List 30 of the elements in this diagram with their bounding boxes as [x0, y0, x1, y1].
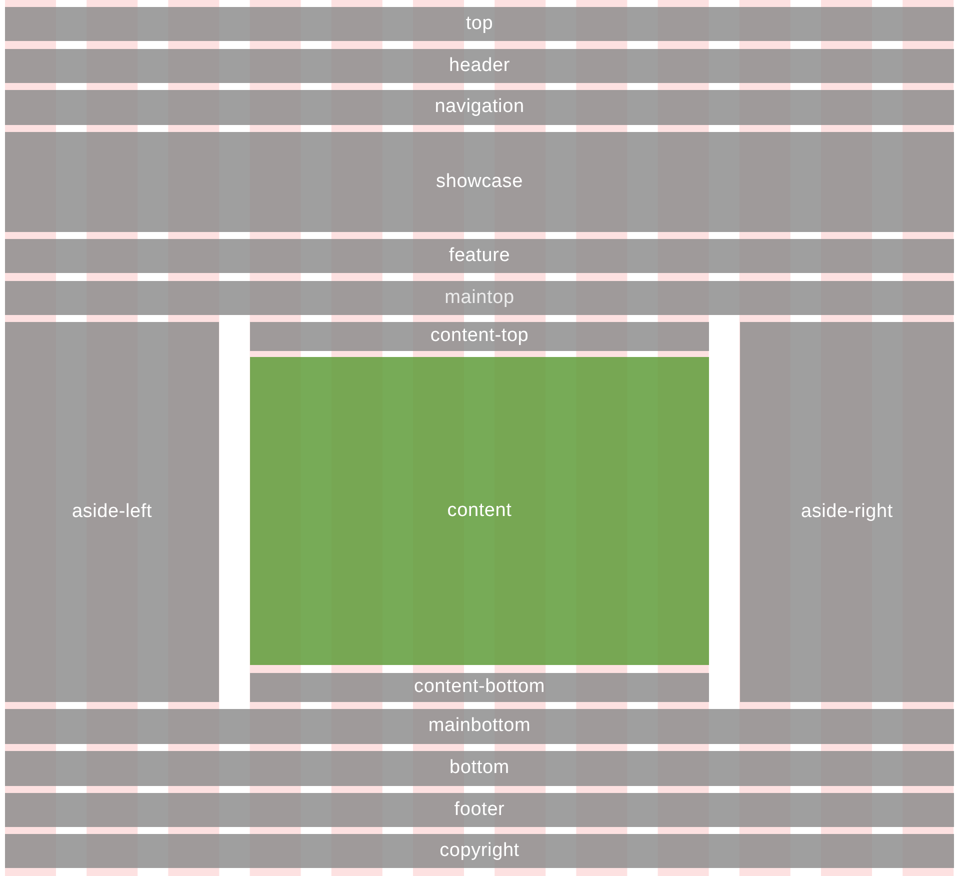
content-block: [250, 357, 709, 665]
layout-block: [5, 793, 954, 827]
block-label: navigation: [434, 97, 524, 118]
layout-block: [5, 49, 954, 83]
layout-block: [5, 709, 954, 744]
block-label: mainbottom: [428, 716, 531, 737]
block-label: content-top: [430, 326, 529, 347]
block-label: aside-left: [72, 502, 152, 522]
block-label: content-bottom: [414, 677, 545, 698]
layout-block: [5, 834, 954, 868]
layout-block: [5, 322, 219, 702]
layout-block: [740, 322, 954, 702]
layout-block: [250, 322, 709, 351]
block-label: content: [447, 500, 512, 522]
block-label: aside-right: [800, 502, 893, 522]
layout-block: [250, 673, 709, 702]
block-label: feature: [448, 246, 510, 266]
block-label: copyright: [440, 840, 520, 862]
layout-block: [5, 90, 954, 125]
block-label: footer: [454, 800, 505, 820]
layout-block: [5, 132, 954, 232]
block-label: showcase: [436, 172, 523, 192]
layout-block: [5, 7, 954, 41]
block-label: bottom: [450, 758, 510, 779]
block-label: header: [449, 56, 510, 76]
block-label: maintop: [444, 288, 514, 308]
layout-block: [5, 751, 954, 786]
block-label: top: [466, 14, 494, 34]
layout-block: [5, 281, 954, 315]
layout-block: [5, 239, 954, 273]
